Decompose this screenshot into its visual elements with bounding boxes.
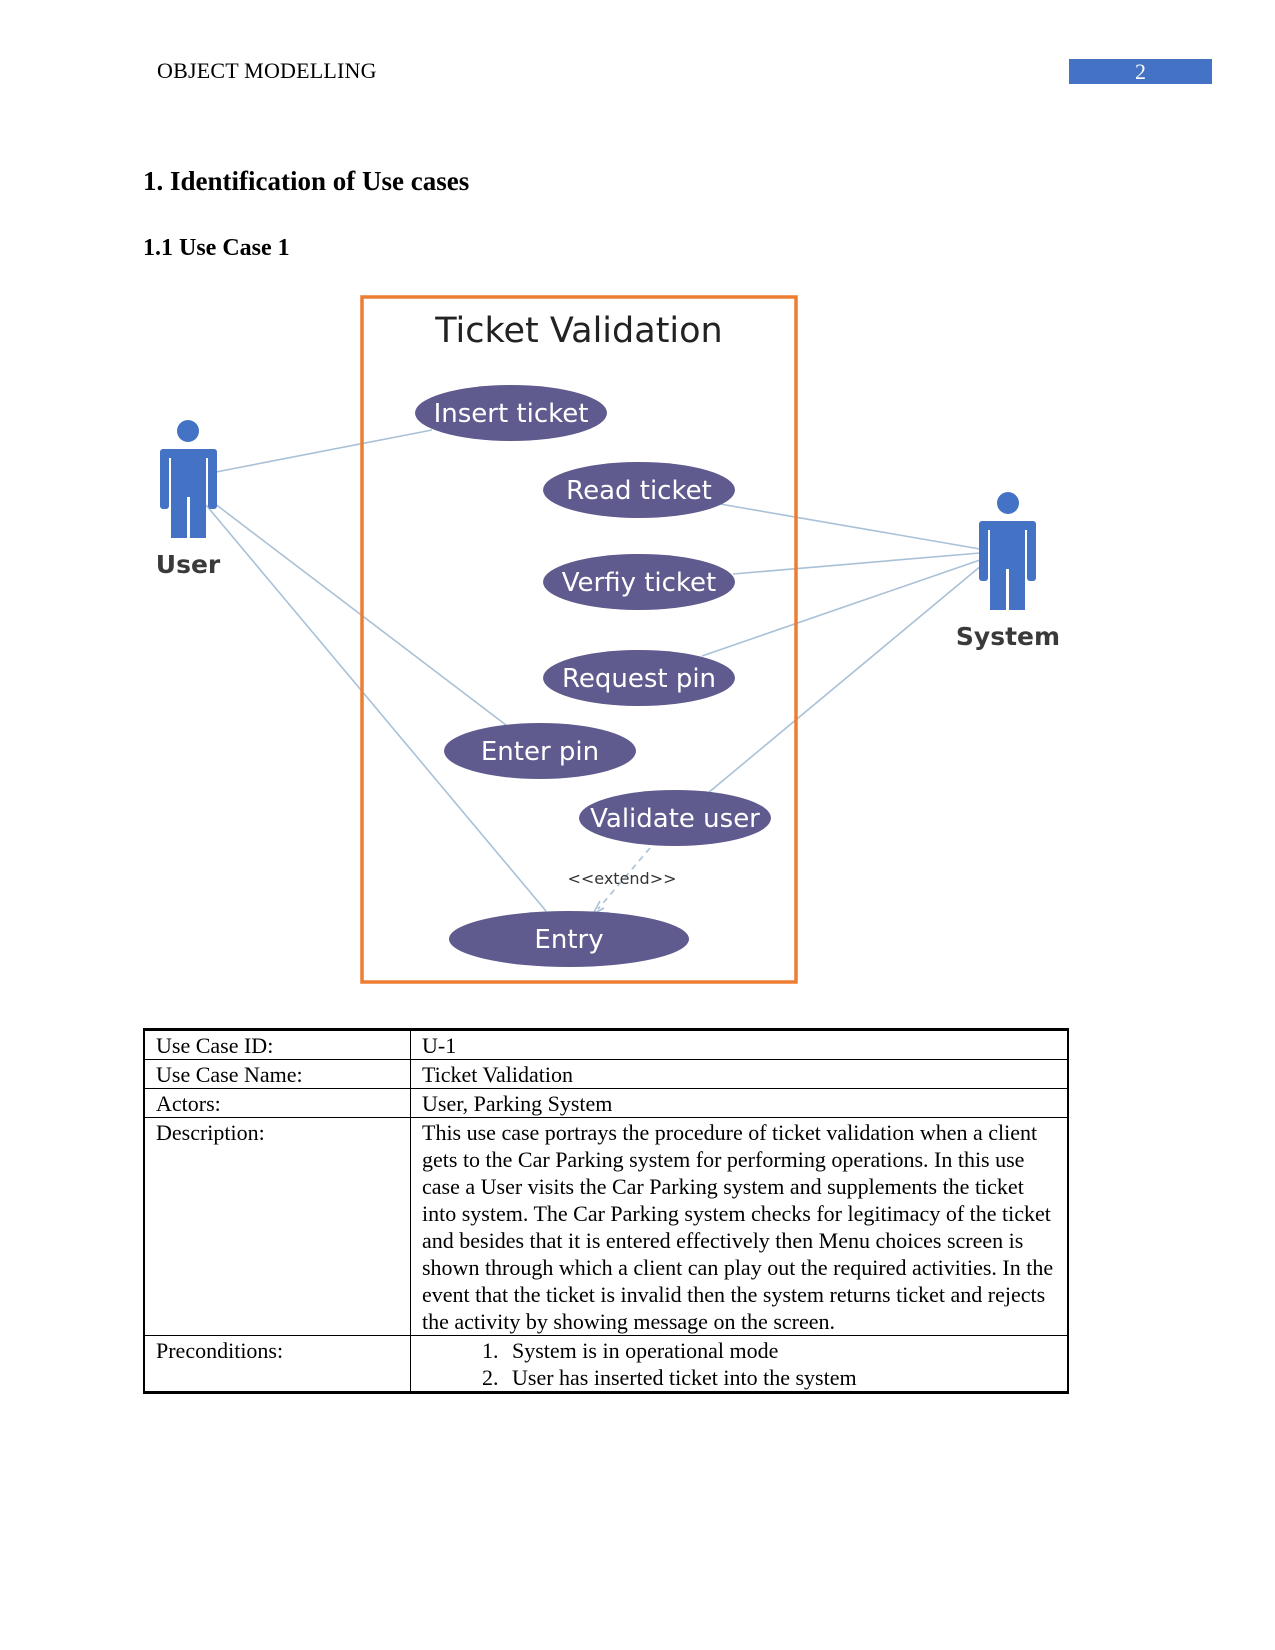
row-value: Ticket Validation bbox=[410, 1059, 1069, 1089]
row-value: U-1 bbox=[410, 1028, 1069, 1060]
row-label: Description: bbox=[143, 1117, 411, 1336]
system-actor-icon bbox=[979, 492, 1036, 610]
assoc-system-read-ticket bbox=[719, 503, 981, 550]
use-case-read-ticket: Read ticket bbox=[543, 462, 735, 518]
section-heading: 1. Identification of Use cases bbox=[143, 166, 470, 196]
running-header-title: OBJECT MODELLING bbox=[157, 58, 377, 83]
use-case-table: Use Case ID: U-1 Use Case Name: Ticket V… bbox=[143, 1028, 1069, 1394]
assoc-user-insert-ticket bbox=[215, 429, 433, 473]
use-case-verify-ticket: Verfiy ticket bbox=[543, 554, 735, 610]
use-case-label: Insert ticket bbox=[434, 399, 589, 429]
table-row: Actors: User, Parking System bbox=[143, 1088, 1069, 1118]
subsection-heading: 1.1 Use Case 1 bbox=[143, 235, 290, 261]
assoc-system-verify-ticket bbox=[732, 552, 981, 575]
association-lines bbox=[205, 429, 983, 912]
row-label: Actors: bbox=[143, 1088, 411, 1118]
system-boundary bbox=[360, 295, 798, 984]
row-label: Use Case ID: bbox=[143, 1028, 411, 1060]
extend-label: <<extend>> bbox=[567, 869, 676, 888]
use-case-insert-ticket: Insert ticket bbox=[415, 385, 607, 441]
assoc-user-entry bbox=[205, 504, 547, 912]
table-row: Description: This use case portrays the … bbox=[143, 1117, 1069, 1336]
system-boundary-title: Ticket Validation bbox=[434, 311, 723, 351]
use-case-label: Validate user bbox=[590, 804, 760, 834]
row-value: User, Parking System bbox=[410, 1088, 1069, 1118]
extend-line bbox=[597, 847, 651, 910]
row-value: System is in operational mode User has i… bbox=[410, 1335, 1069, 1394]
use-case-label: Request pin bbox=[562, 664, 716, 694]
preconditions-list: System is in operational mode User has i… bbox=[422, 1337, 1057, 1391]
list-item: User has inserted ticket into the system bbox=[504, 1364, 1057, 1391]
table-row: Preconditions: System is in operational … bbox=[143, 1335, 1069, 1394]
use-case-label: Read ticket bbox=[566, 476, 712, 506]
list-item: System is in operational mode bbox=[504, 1337, 1057, 1364]
user-actor-label: User bbox=[156, 550, 221, 579]
use-case-label: Verfiy ticket bbox=[562, 568, 717, 598]
use-case-validate-user: Validate user bbox=[579, 790, 771, 846]
assoc-system-validate-user bbox=[707, 564, 983, 794]
row-label: Use Case Name: bbox=[143, 1059, 411, 1089]
use-case-diagram: Ticket Validation Insert ticket Read tic… bbox=[156, 295, 1060, 984]
assoc-system-request-pin bbox=[701, 559, 981, 657]
page-number: 2 bbox=[1069, 59, 1212, 84]
assoc-user-enter-pin bbox=[209, 499, 507, 726]
use-case-label: Enter pin bbox=[481, 737, 599, 767]
row-label: Preconditions: bbox=[143, 1335, 411, 1394]
use-case-entry: Entry bbox=[449, 911, 689, 967]
row-value: This use case portrays the procedure of … bbox=[410, 1117, 1069, 1336]
table-row: Use Case Name: Ticket Validation bbox=[143, 1059, 1069, 1089]
user-actor-icon bbox=[160, 420, 217, 538]
table-row: Use Case ID: U-1 bbox=[143, 1028, 1069, 1060]
use-case-enter-pin: Enter pin bbox=[444, 723, 636, 779]
system-actor-label: System bbox=[956, 622, 1060, 651]
use-case-label: Entry bbox=[534, 925, 603, 955]
use-case-request-pin: Request pin bbox=[543, 650, 735, 706]
